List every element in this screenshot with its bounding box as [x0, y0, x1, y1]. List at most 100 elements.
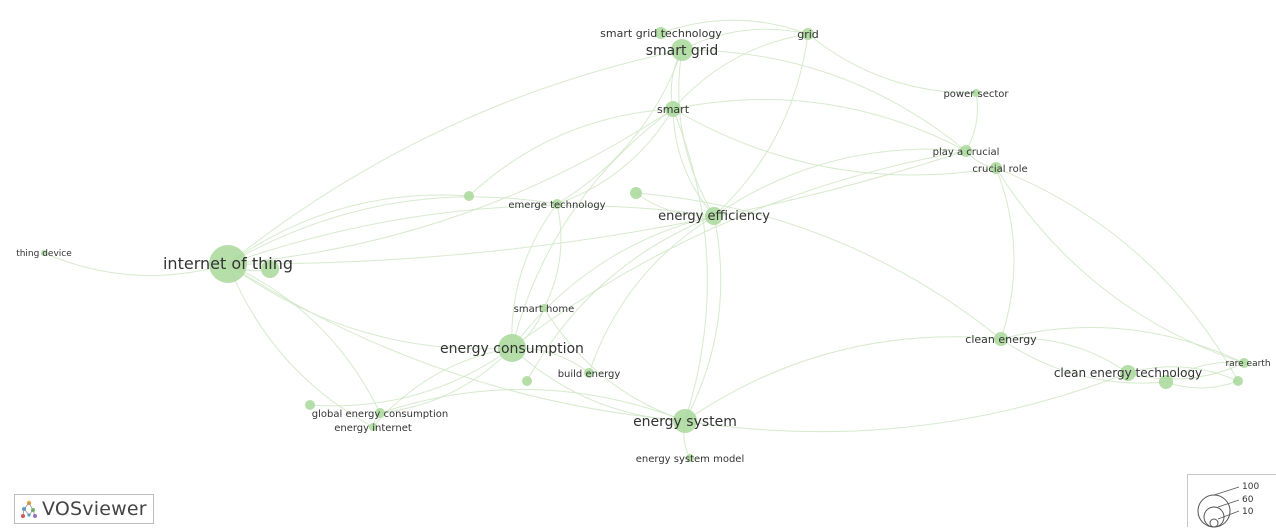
- edge-u2--clean-energy: [635, 192, 1002, 340]
- edge-clean-energy-technology--rare-earth: [1127, 362, 1245, 380]
- legend-circle-100: [1197, 494, 1231, 528]
- edge-energy-consumption--energy-internet: [372, 347, 513, 428]
- edge-internet-of-thing--energy-consumption: [227, 263, 513, 350]
- node-emerge-technology[interactable]: [552, 199, 562, 209]
- legend-tick-10: [1217, 510, 1240, 520]
- edge-smart--u1: [468, 108, 674, 197]
- node-u4[interactable]: [305, 400, 315, 410]
- node-label-smart-grid-technology[interactable]: smart grid technology: [600, 27, 722, 40]
- node-label-crucial-role[interactable]: crucial role: [972, 164, 1027, 175]
- vosviewer-logo-text: VOSviewer: [42, 498, 147, 520]
- node-label-energy-system-model[interactable]: energy system model: [636, 454, 745, 465]
- legend-label-100: 100: [1242, 482, 1260, 492]
- node-build-energy[interactable]: [584, 368, 594, 378]
- node-energy-consumption[interactable]: [498, 334, 526, 362]
- node-power-sector[interactable]: [972, 89, 980, 97]
- edge-smart--energy-system: [672, 108, 708, 422]
- node-u6[interactable]: [1233, 376, 1243, 386]
- node-label-smart-home[interactable]: smart home: [514, 304, 575, 315]
- node-energy-system[interactable]: [673, 409, 697, 433]
- edge-u5--rare-earth: [1165, 361, 1245, 383]
- edge-clean-energy--rare-earth: [1000, 326, 1245, 364]
- node-u3[interactable]: [522, 376, 532, 386]
- node-smart-grid-technology[interactable]: [655, 27, 667, 39]
- node-label-build-energy[interactable]: build energy: [558, 369, 621, 380]
- edge-energy-efficiency--u3: [526, 215, 715, 382]
- node-label-global-energy-consumption[interactable]: global energy consumption: [312, 409, 448, 420]
- node-internet-of-thing[interactable]: [209, 245, 247, 283]
- node-rare-earth[interactable]: [1239, 358, 1249, 368]
- edge-energy-efficiency--energy-consumption: [511, 215, 715, 349]
- node-smart-home[interactable]: [540, 304, 548, 312]
- edge-smart--internet-of-thing: [227, 108, 674, 265]
- legend-tick-60: [1217, 499, 1240, 508]
- node-label-rare-earth[interactable]: rare earth: [1225, 359, 1270, 369]
- edge-clean-energy-technology--u6: [1127, 366, 1239, 382]
- legend-label-10: 10: [1242, 507, 1254, 517]
- node-u2[interactable]: [630, 187, 642, 199]
- node-label-energy-efficiency[interactable]: energy efficiency: [658, 209, 770, 224]
- edge-internet-of-thing--global-energy-consumption: [227, 263, 381, 414]
- edge-smart--energy-consumption: [511, 108, 674, 349]
- node-energy-system-model[interactable]: [686, 454, 694, 462]
- edge-smart-grid--grid: [681, 28, 809, 51]
- node-label-play-a-crucial[interactable]: play a crucial: [933, 147, 1000, 158]
- node-label-internet-of-thing[interactable]: internet of thing: [163, 254, 293, 273]
- node-clean-energy-technology[interactable]: [1120, 365, 1136, 381]
- node-label-smart[interactable]: smart: [657, 103, 690, 116]
- node-label-energy-internet[interactable]: energy internet: [334, 423, 412, 434]
- edge-energy-system--clean-energy: [684, 336, 1002, 422]
- node-u7[interactable]: [261, 260, 279, 278]
- node-label-clean-energy-technology[interactable]: clean energy technology: [1054, 366, 1202, 380]
- edge-smart--play-a-crucial: [672, 99, 967, 152]
- node-u5[interactable]: [1159, 375, 1173, 389]
- edge-emerge-technology--energy-consumption: [511, 203, 558, 349]
- node-label-thing-device[interactable]: thing device: [16, 249, 72, 259]
- node-label-emerge-technology[interactable]: emerge technology: [508, 200, 605, 211]
- edge-energy-efficiency--build-energy: [588, 215, 715, 374]
- node-thing-device[interactable]: [41, 250, 47, 256]
- node-u1[interactable]: [464, 191, 474, 201]
- edge-smart-grid--play-a-crucial: [681, 49, 967, 152]
- edge-play-a-crucial--energy-efficiency: [713, 148, 967, 217]
- node-label-clean-energy[interactable]: clean energy: [965, 333, 1037, 346]
- edge-internet-of-thing--energy-efficiency: [227, 204, 715, 265]
- edge-internet-of-thing--thing-device: [43, 252, 229, 277]
- edge-energy-system--global-energy-consumption: [379, 388, 686, 422]
- edge-grid--smart: [672, 33, 809, 110]
- node-label-grid[interactable]: grid: [797, 28, 819, 41]
- edge-clean-energy--clean-energy-technology: [1000, 337, 1129, 374]
- node-label-smart-grid[interactable]: smart grid: [646, 43, 719, 59]
- node-label-energy-system[interactable]: energy system: [633, 414, 737, 430]
- nodes-layer: [41, 27, 1249, 462]
- edge-internet-of-thing--emerge-technology: [227, 196, 558, 265]
- node-energy-efficiency[interactable]: [705, 207, 723, 225]
- legend-circle-10: [1209, 518, 1219, 528]
- edge-smart--emerge-technology: [556, 108, 674, 205]
- edge-u5--u6: [1165, 380, 1239, 389]
- node-global-energy-consumption[interactable]: [375, 408, 385, 418]
- node-clean-energy[interactable]: [994, 332, 1008, 346]
- edge-energy-efficiency--energy-system: [684, 215, 722, 422]
- edge-smart-grid-technology--grid: [660, 19, 809, 35]
- edge-crucial-role--clean-energy: [995, 167, 1015, 340]
- edge-crucial-role--rare-earth: [995, 167, 1245, 364]
- edge-grid--energy-efficiency: [713, 33, 809, 217]
- legend-label-60: 60: [1242, 495, 1254, 505]
- edge-energy-system--smart-home: [543, 307, 686, 422]
- vosviewer-logo-icon: [21, 500, 37, 518]
- node-label-energy-consumption[interactable]: energy consumption: [440, 341, 584, 357]
- node-label-power-sector[interactable]: power sector: [943, 89, 1009, 100]
- node-energy-internet[interactable]: [369, 423, 377, 431]
- edges-layer: [43, 19, 1245, 459]
- size-legend: 100 60 10: [1187, 474, 1276, 528]
- node-smart[interactable]: [665, 101, 681, 117]
- labels-layer: smart grid technology smart grid grid power…: [16, 27, 1270, 465]
- node-play-a-crucial[interactable]: [960, 145, 972, 157]
- edge-play-a-crucial--internet-of-thing: [227, 150, 967, 265]
- node-crucial-role[interactable]: [990, 162, 1002, 174]
- node-smart-grid[interactable]: [671, 39, 693, 61]
- edge-internet-of-thing--u1: [227, 194, 470, 265]
- node-grid[interactable]: [802, 28, 814, 40]
